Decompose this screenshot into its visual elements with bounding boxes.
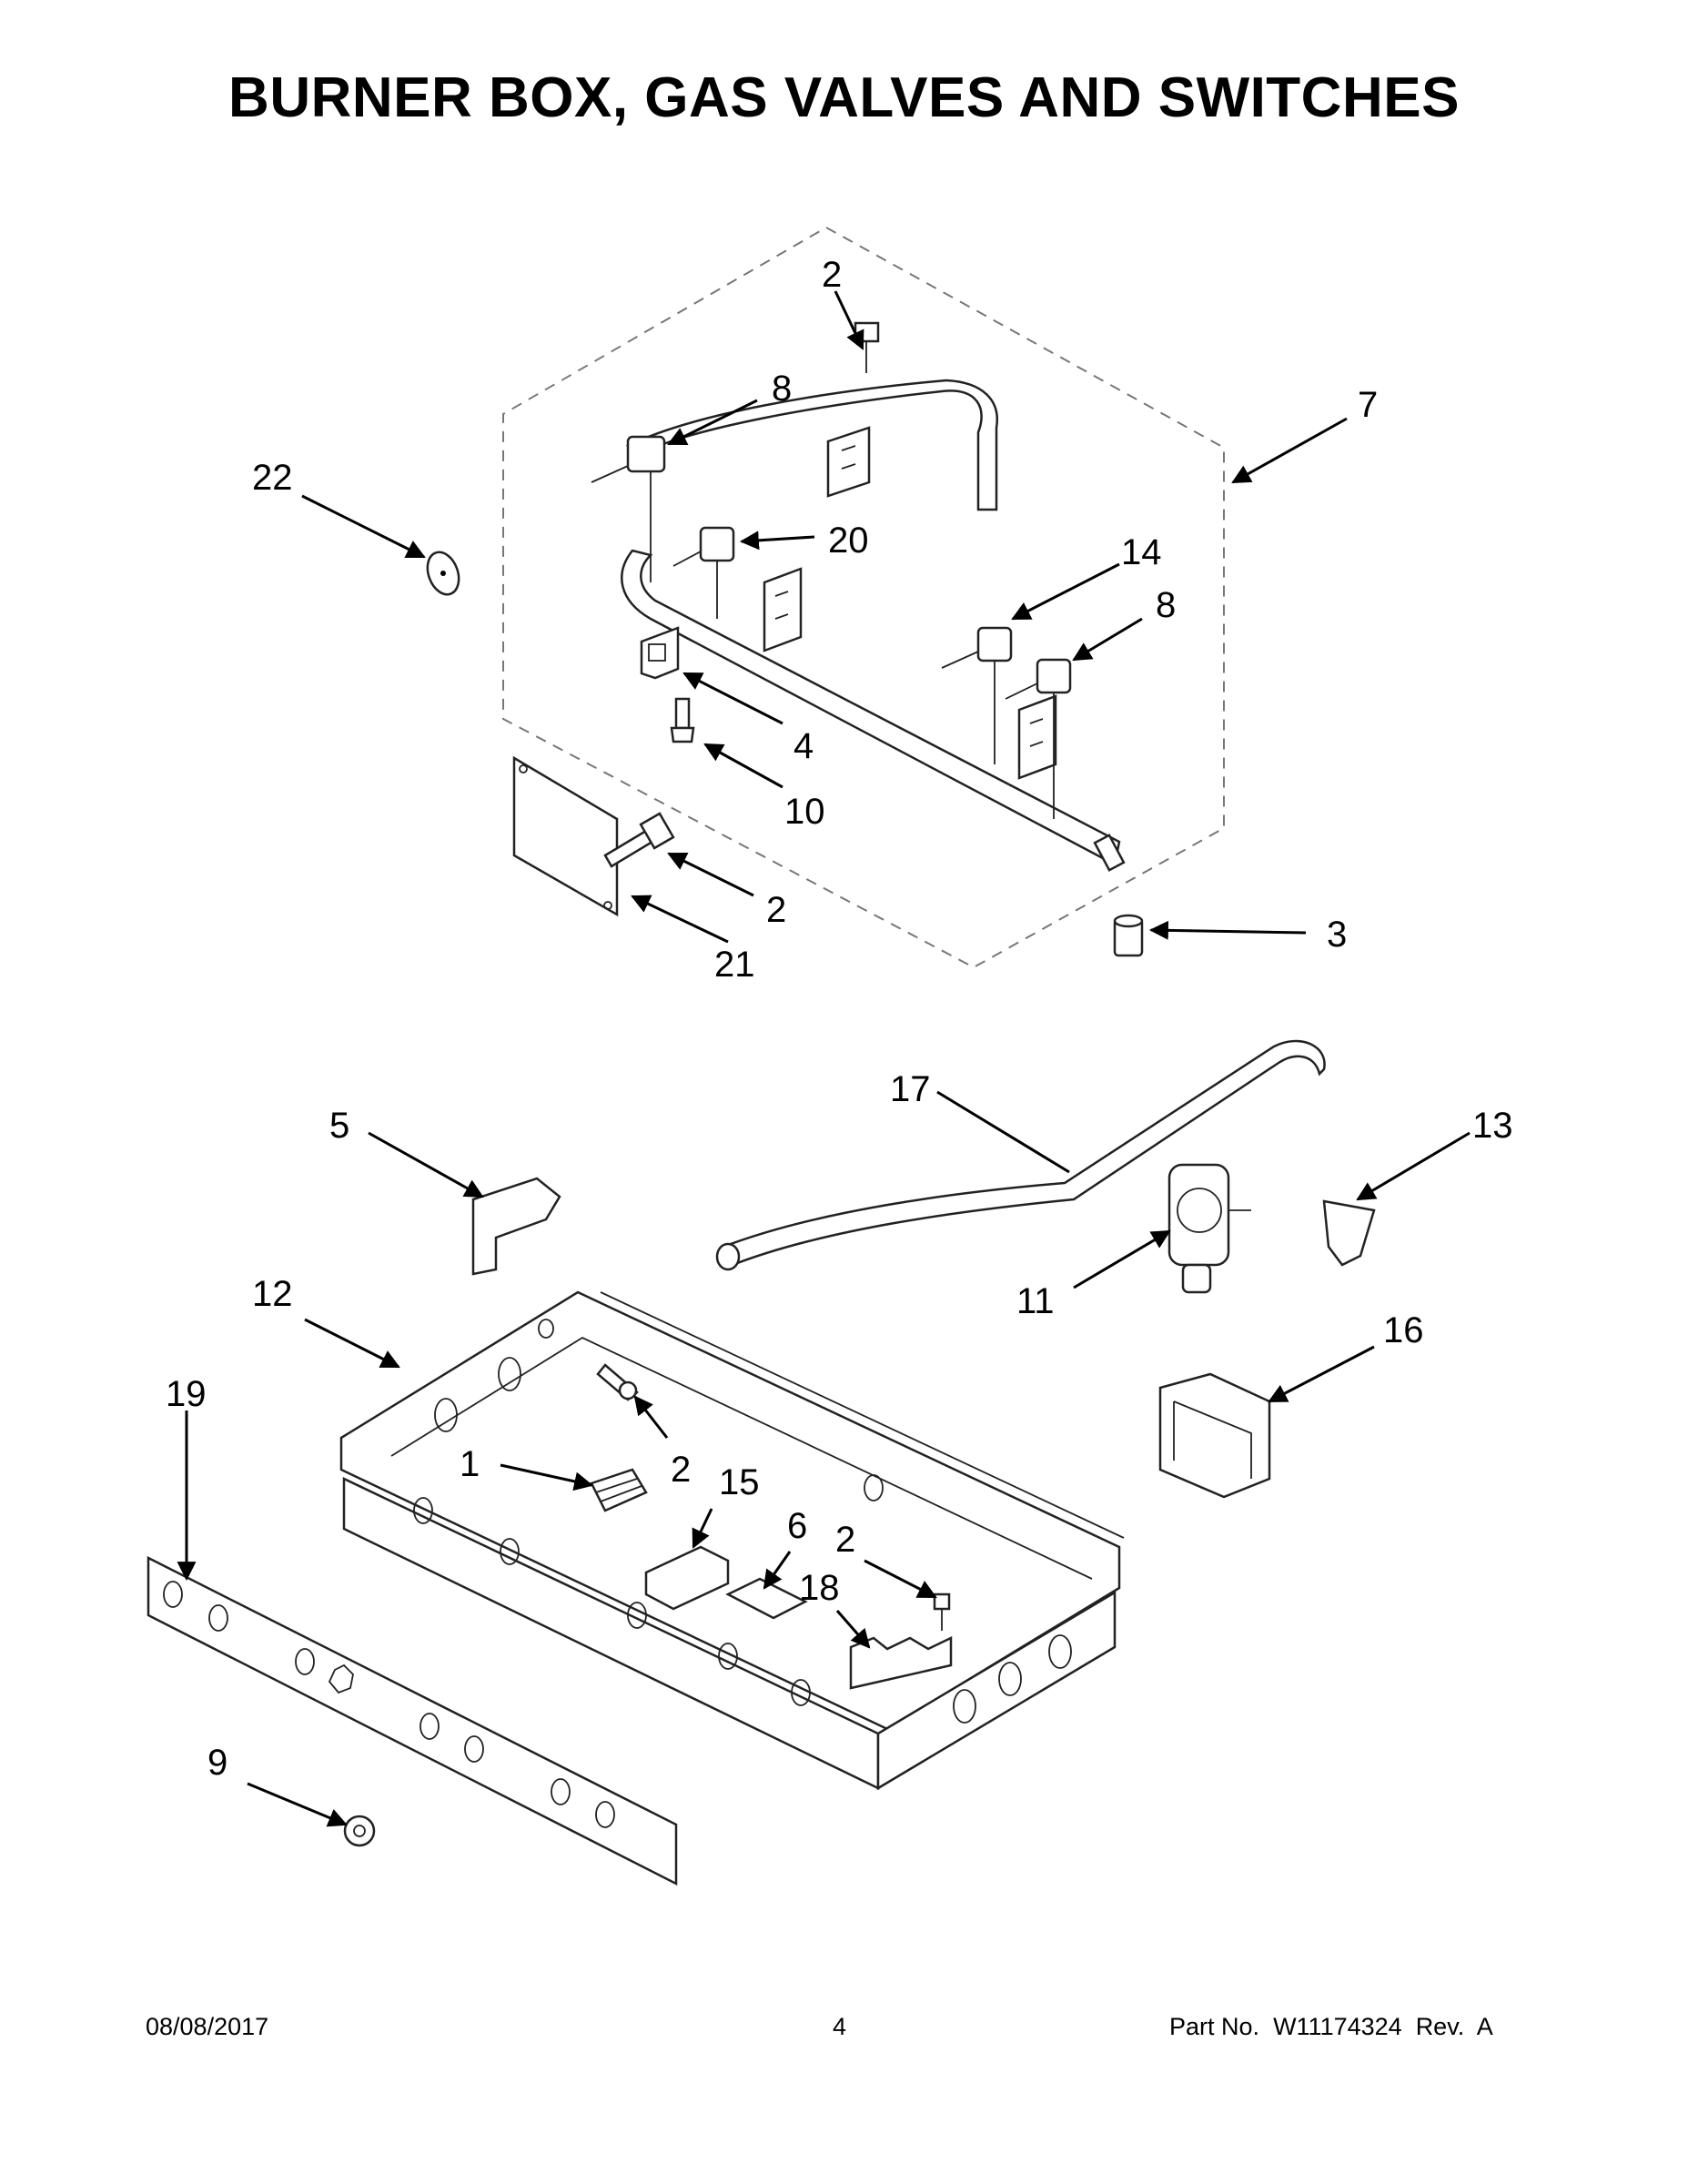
callout-6: 6 bbox=[787, 1506, 807, 1546]
part-2-screw-lower-left bbox=[596, 1363, 639, 1401]
callout-21: 21 bbox=[714, 945, 755, 985]
control-panel-holes bbox=[163, 1581, 615, 1828]
part-12-burner-box bbox=[339, 1290, 1125, 1791]
valve-20 bbox=[672, 526, 735, 619]
callout-8-lower: 8 bbox=[1156, 585, 1176, 625]
part-17-gas-tube bbox=[715, 1039, 1326, 1271]
part-1-switch bbox=[590, 1468, 648, 1512]
callout-7: 7 bbox=[1358, 385, 1378, 425]
part-4-clip bbox=[640, 626, 680, 680]
part-2-screw-lower-right bbox=[933, 1592, 951, 1631]
part-19-control-panel bbox=[147, 1555, 678, 1886]
part-9-insert bbox=[343, 1815, 376, 1847]
burner-box-holes bbox=[413, 1319, 1072, 1724]
callout-8-upper: 8 bbox=[772, 369, 792, 409]
part-2-screw-plate bbox=[603, 812, 675, 868]
callout-12: 12 bbox=[252, 1274, 293, 1314]
callout-2-lower-right: 2 bbox=[835, 1520, 855, 1560]
footer-part-number: Part No. W11174324 Rev. A bbox=[1169, 2013, 1493, 2041]
callout-13: 13 bbox=[1472, 1106, 1513, 1146]
part-2-screw-top bbox=[854, 321, 880, 373]
part-11-regulator-valve bbox=[1167, 1163, 1251, 1294]
callout-11: 11 bbox=[1016, 1281, 1055, 1321]
part-18-bracket bbox=[849, 1636, 953, 1690]
callout-17: 17 bbox=[890, 1069, 931, 1109]
manifold-assembly-outline bbox=[502, 227, 1225, 969]
part-22-washer bbox=[426, 551, 460, 596]
leader-arrows bbox=[177, 290, 1471, 1827]
part-no-label: Part No. bbox=[1169, 2013, 1260, 2040]
part-no-value: W11174324 bbox=[1273, 2013, 1402, 2040]
rev-label: Rev. bbox=[1415, 2013, 1465, 2040]
callout-14: 14 bbox=[1121, 532, 1162, 572]
footer-page-number: 4 bbox=[833, 2013, 847, 2040]
manifold-bracket bbox=[763, 426, 1057, 780]
part-6-plate bbox=[725, 1577, 808, 1620]
callout-16: 16 bbox=[1383, 1310, 1424, 1350]
part-13-bracket bbox=[1322, 1199, 1376, 1267]
callout-15: 15 bbox=[719, 1462, 760, 1502]
callout-2-top: 2 bbox=[822, 255, 842, 295]
callout-10: 10 bbox=[784, 792, 825, 832]
valve-8-upper bbox=[591, 435, 666, 582]
callout-20: 20 bbox=[828, 521, 869, 561]
callout-4: 4 bbox=[793, 726, 814, 766]
callout-labels: 2 8 7 22 20 14 8 4 10 2 21 3 17 5 13 11 … bbox=[166, 255, 1513, 1783]
footer-date: 08/08/2017 bbox=[146, 2013, 269, 2040]
valve-14 bbox=[941, 626, 1013, 764]
part-16-box bbox=[1158, 1372, 1271, 1499]
callout-22: 22 bbox=[252, 458, 293, 498]
part-10-screw bbox=[670, 697, 695, 743]
callout-2-lower-left: 2 bbox=[671, 1450, 691, 1490]
gas-manifold-pipe bbox=[621, 379, 1126, 872]
valve-8-lower bbox=[1005, 658, 1072, 819]
part-3-fitting bbox=[1113, 914, 1144, 957]
callout-3: 3 bbox=[1327, 915, 1347, 955]
callout-2-plate: 2 bbox=[766, 890, 786, 930]
callout-19: 19 bbox=[166, 1374, 207, 1414]
callout-18: 18 bbox=[799, 1568, 840, 1608]
callout-9: 9 bbox=[207, 1743, 227, 1783]
page-title: BURNER BOX, GAS VALVES AND SWITCHES bbox=[228, 66, 1460, 129]
rev-value: A bbox=[1476, 2013, 1493, 2040]
part-21-plate bbox=[512, 755, 619, 917]
part-5-bracket bbox=[471, 1177, 561, 1276]
callout-1: 1 bbox=[460, 1444, 480, 1484]
callout-5: 5 bbox=[329, 1106, 349, 1146]
